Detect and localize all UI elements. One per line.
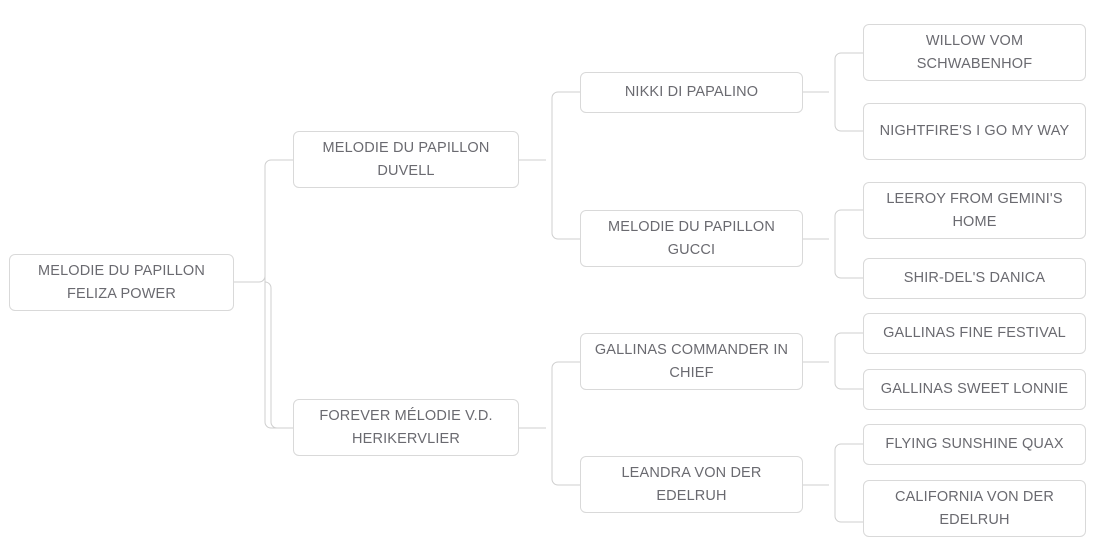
connector-nikki-to-willow bbox=[834, 52, 863, 60]
node-shir-dels-danica[interactable]: SHIR-DEL'S DANICA bbox=[863, 258, 1086, 299]
node-nikki-di-papalino[interactable]: NIKKI DI PAPALINO bbox=[580, 72, 803, 113]
connector-commander-to-festival bbox=[834, 332, 863, 340]
node-gallinas-fine-festival[interactable]: GALLINAS FINE FESTIVAL bbox=[863, 313, 1086, 354]
connector-forever-to-leandra bbox=[551, 478, 580, 486]
node-label: LEANDRA VON DER EDELRUH bbox=[621, 465, 762, 504]
connector-gen2-lower-elbow bbox=[264, 398, 293, 429]
connector-gucci-to-leeroy bbox=[834, 209, 863, 217]
node-gallinas-commander-in-chief[interactable]: GALLINAS COMMANDER IN CHIEF bbox=[580, 333, 803, 390]
node-label: FOREVER MÉLODIE V.D. HERIKERVLIER bbox=[319, 408, 493, 447]
connector-duvell-to-nikki bbox=[551, 91, 580, 99]
node-label: GALLINAS SWEET LONNIE bbox=[880, 381, 1069, 398]
node-flying-sunshine-quax[interactable]: FLYING SUNSHINE QUAX bbox=[863, 424, 1086, 465]
node-label: LEEROY FROM GEMINI'S HOME bbox=[886, 191, 1063, 230]
node-root[interactable]: MELODIE DU PAPILLON FELIZA POWER bbox=[9, 254, 234, 311]
node-california-von-der-edelruh[interactable]: CALIFORNIA VON DER EDELRUH bbox=[863, 480, 1086, 537]
node-label: WILLOW VOM SCHWABENHOF bbox=[916, 33, 1033, 72]
node-willow-vom-schwabenhof[interactable]: WILLOW VOM SCHWABENHOF bbox=[863, 24, 1086, 81]
node-gallinas-sweet-lonnie[interactable]: GALLINAS SWEET LONNIE bbox=[863, 369, 1086, 410]
connector-duvell-to-gucci bbox=[551, 232, 580, 240]
connector-leandra-to-california bbox=[834, 515, 863, 523]
node-label: GALLINAS FINE FESTIVAL bbox=[883, 325, 1066, 342]
node-label: NIKKI DI PAPALINO bbox=[624, 84, 759, 101]
connector-gen2-lower bbox=[264, 281, 293, 429]
node-label: GALLINAS COMMANDER IN CHIEF bbox=[594, 342, 789, 381]
connector-gen2-upper bbox=[258, 159, 293, 283]
node-label: NIGHTFIRE'S I GO MY WAY bbox=[879, 123, 1070, 140]
node-label: FLYING SUNSHINE QUAX bbox=[885, 436, 1064, 453]
node-nightfires-i-go-my-way[interactable]: NIGHTFIRE'S I GO MY WAY bbox=[863, 103, 1086, 160]
node-label: MELODIE DU PAPILLON FELIZA POWER bbox=[38, 263, 205, 302]
node-melodie-du-papillon-duvell[interactable]: MELODIE DU PAPILLON DUVELL bbox=[293, 131, 519, 188]
connector-leandra-to-quax bbox=[834, 443, 863, 451]
node-leandra-von-der-edelruh[interactable]: LEANDRA VON DER EDELRUH bbox=[580, 456, 803, 513]
connector-gucci-to-shirdel bbox=[834, 271, 863, 279]
node-label: CALIFORNIA VON DER EDELRUH bbox=[894, 489, 1054, 528]
node-leeroy-from-geminis-home[interactable]: LEEROY FROM GEMINI'S HOME bbox=[863, 182, 1086, 239]
connector-nikki-to-nightfire bbox=[834, 124, 863, 132]
connector-commander-to-lonnie bbox=[834, 382, 863, 390]
node-forever-melodie-vd-herikervlier[interactable]: FOREVER MÉLODIE V.D. HERIKERVLIER bbox=[293, 399, 519, 456]
node-label: MELODIE DU PAPILLON DUVELL bbox=[322, 140, 490, 179]
node-label: MELODIE DU PAPILLON GUCCI bbox=[608, 219, 775, 258]
node-melodie-du-papillon-gucci[interactable]: MELODIE DU PAPILLON GUCCI bbox=[580, 210, 803, 267]
connector-forever-to-gallinas bbox=[551, 361, 580, 369]
node-label: SHIR-DEL'S DANICA bbox=[903, 270, 1046, 287]
